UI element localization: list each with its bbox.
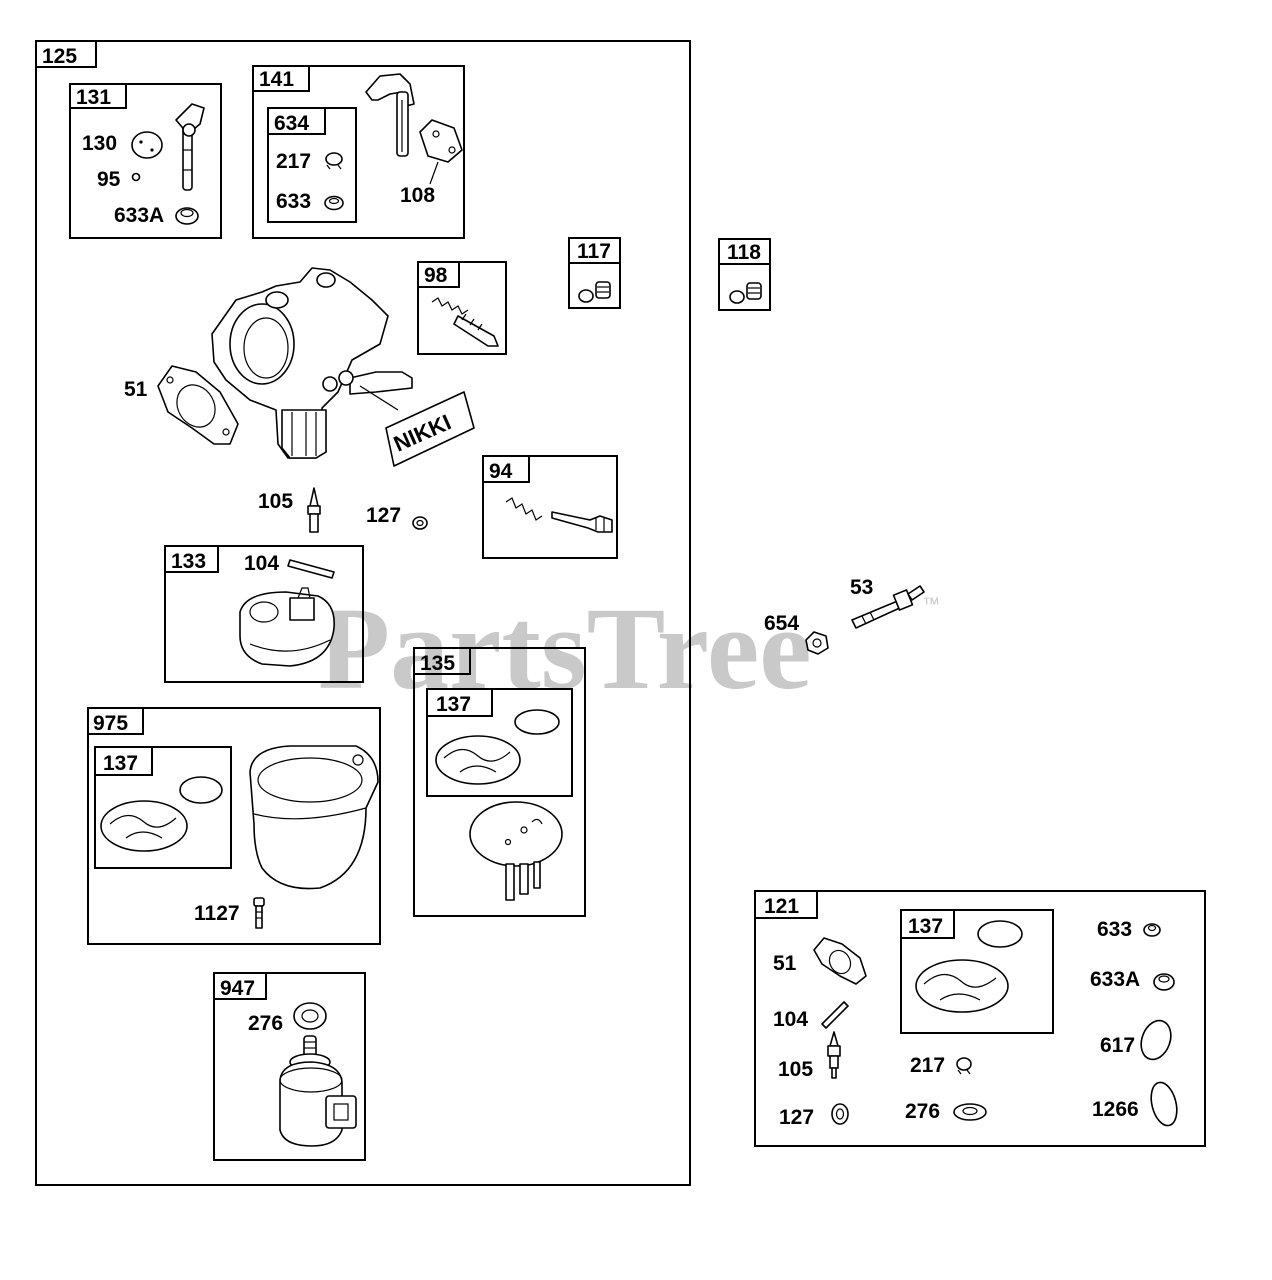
group-131[interactable]: 131 130 95 633A	[69, 83, 222, 239]
seal-washer-part	[293, 1002, 327, 1030]
group-131-label: 131	[76, 86, 111, 109]
o-ring-part	[1140, 1019, 1172, 1061]
label-105-kit: 105	[778, 1058, 813, 1081]
label-617: 617	[1100, 1034, 1135, 1057]
group-141-label: 141	[259, 68, 294, 91]
group-135-label: 135	[420, 652, 455, 675]
group-137-label: 137	[103, 752, 138, 775]
group-98[interactable]: 98	[417, 261, 507, 355]
diaphragm-plate-part	[469, 801, 563, 901]
group-141[interactable]: 141 634 217 633 108	[252, 65, 465, 239]
group-121-label: 121	[764, 895, 799, 918]
float-part	[239, 587, 335, 667]
label-217-kit: 217	[910, 1054, 945, 1077]
screw-part	[131, 172, 141, 182]
bushing-part	[175, 207, 199, 225]
nut-part	[805, 631, 829, 655]
label-1127: 1127	[194, 902, 240, 925]
choke-shaft-part	[365, 73, 415, 157]
group-121[interactable]: 121 51 104 105 127 137	[754, 890, 1206, 1147]
label-105: 105	[258, 490, 293, 513]
choke-plate-part	[419, 119, 463, 185]
o-ring-part	[179, 776, 223, 804]
group-137-label: 137	[908, 915, 943, 938]
nikki-brand-tag: NIKKI	[385, 391, 475, 467]
label-104: 104	[244, 552, 279, 575]
jet-part	[578, 281, 611, 303]
solenoid-part	[279, 1035, 357, 1147]
group-94[interactable]: 94	[482, 455, 618, 559]
float-bowl-part	[249, 745, 379, 890]
bushing-part	[324, 195, 344, 211]
mixture-screw-part	[505, 497, 613, 533]
seal-washer-part	[953, 1103, 987, 1121]
group-117-label: 117	[577, 240, 611, 263]
needle-valve-part	[307, 487, 321, 533]
washer-part	[831, 1103, 849, 1125]
throttle-shaft-part	[175, 103, 205, 191]
idle-screw-part	[431, 297, 499, 347]
label-276-kit: 276	[905, 1100, 940, 1123]
bushing-part	[1153, 973, 1175, 991]
jet-part	[729, 282, 762, 304]
needle-valve-part	[827, 1031, 841, 1079]
group-98-label: 98	[424, 264, 448, 287]
group-947[interactable]: 947 276	[213, 972, 366, 1161]
label-108: 108	[400, 184, 435, 207]
label-217: 217	[276, 150, 311, 173]
spring-part	[956, 1057, 972, 1075]
group-118[interactable]: 118	[718, 238, 771, 311]
gasket-part	[435, 735, 521, 785]
group-975[interactable]: 975 137 1127	[87, 707, 381, 945]
label-127: 127	[366, 504, 401, 527]
group-947-label: 947	[220, 977, 255, 1000]
watermark-trademark: ™	[922, 594, 940, 614]
group-117[interactable]: 117	[568, 237, 621, 309]
fuel-fitting-part	[851, 585, 925, 629]
group-135[interactable]: 135 137	[413, 647, 586, 917]
label-633-kit: 633	[1097, 918, 1132, 941]
label-127-kit: 127	[779, 1106, 814, 1129]
label-130: 130	[82, 132, 117, 155]
gasket-part	[915, 959, 1009, 1013]
label-633a-kit: 633A	[1090, 968, 1140, 991]
label-633: 633	[276, 190, 311, 213]
group-133[interactable]: 133 104	[164, 545, 364, 683]
group-125[interactable]: 125	[35, 40, 691, 1186]
bushing-part	[1143, 923, 1161, 937]
float-pin-part	[821, 1001, 849, 1029]
label-53: 53	[850, 576, 873, 599]
gasket-part	[157, 365, 239, 445]
o-ring-part	[1150, 1081, 1178, 1127]
label-1266: 1266	[1092, 1098, 1139, 1121]
group-133-label: 133	[171, 550, 206, 573]
throttle-disc-part	[131, 131, 163, 159]
o-ring-part	[977, 920, 1023, 948]
o-ring-part	[514, 709, 560, 735]
label-51: 51	[124, 378, 148, 401]
gasket-part	[813, 937, 867, 985]
gasket-part	[100, 800, 188, 852]
group-125-label: 125	[42, 45, 77, 68]
group-975-label: 975	[93, 712, 128, 735]
label-51-kit: 51	[773, 952, 797, 975]
label-104-kit: 104	[773, 1008, 808, 1031]
label-276: 276	[248, 1012, 283, 1035]
spring-part	[325, 152, 343, 170]
group-634-label: 634	[274, 112, 309, 135]
group-118-label: 118	[727, 241, 761, 264]
float-pin-part	[287, 559, 335, 579]
label-654: 654	[764, 612, 799, 635]
washer-part	[412, 516, 428, 530]
group-94-label: 94	[489, 460, 513, 483]
label-95: 95	[97, 168, 121, 191]
bowl-screw-part	[253, 897, 265, 929]
group-137-label: 137	[436, 693, 471, 716]
carburetor-body-part	[211, 267, 413, 459]
label-633a: 633A	[114, 204, 164, 227]
